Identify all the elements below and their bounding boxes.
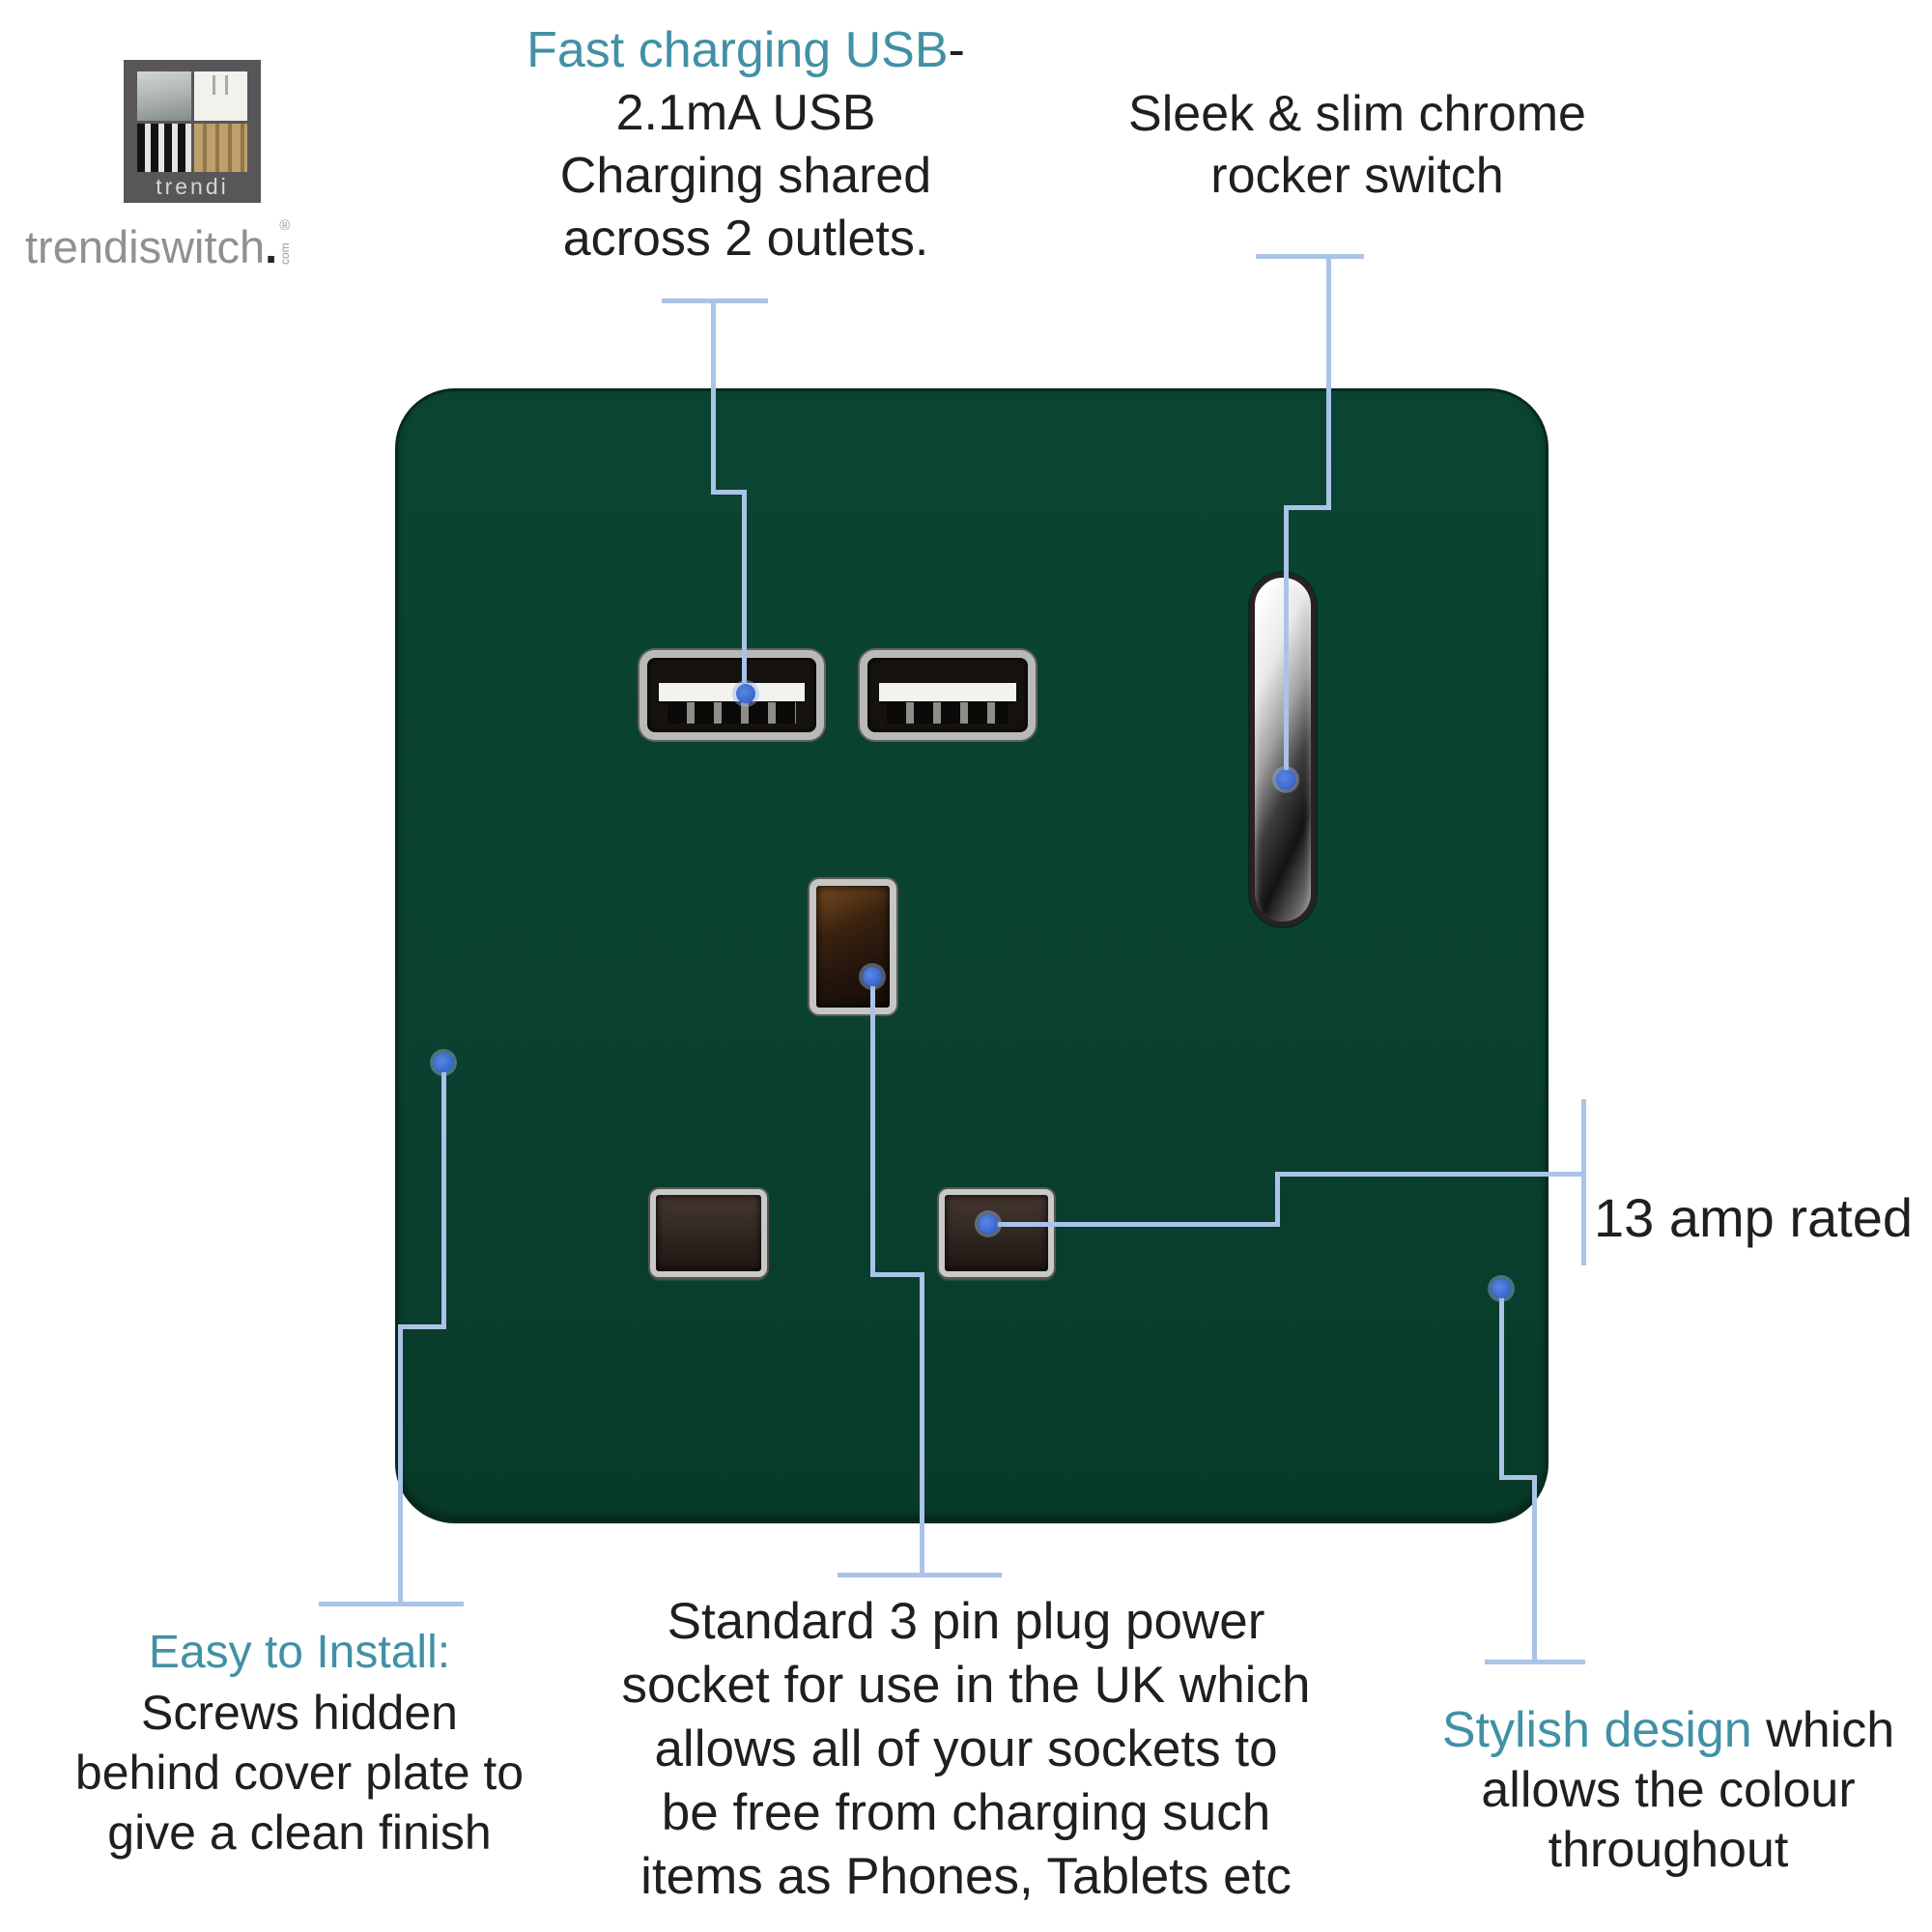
stylish-design-highlight: Stylish design	[1441, 1702, 1752, 1758]
callout-line-stylish-h1	[1499, 1475, 1537, 1480]
trendi-logo-quadrants	[137, 71, 247, 172]
callout-line-amp-h2	[1275, 1172, 1583, 1177]
callout-dot-earth-pin	[863, 967, 882, 986]
live-pin-slot	[650, 1189, 767, 1277]
annotation-rocker-switch: Sleek & slim chrome rocker switch	[1067, 83, 1647, 207]
callout-dot-neutral-pin	[979, 1214, 998, 1234]
annotation-standard-line4: be free from charging such	[661, 1784, 1271, 1841]
stylish-design-suffix: which	[1751, 1702, 1895, 1758]
callout-line-amp-v1	[1275, 1172, 1280, 1227]
annotation-stylish-line1: Stylish design which	[1388, 1700, 1932, 1760]
brand-name: trendiswitch.® com	[25, 217, 334, 273]
annotation-rocker-line1: Sleek & slim chrome	[1128, 86, 1586, 142]
callout-dot-plate-colour	[1492, 1279, 1511, 1298]
callout-dot-rocker	[1276, 770, 1295, 789]
callout-line-stylish-v2	[1532, 1475, 1537, 1663]
trendi-logo: trendi	[124, 60, 261, 203]
callout-dot-usb	[736, 684, 755, 703]
annotation-stylish-line3: throughout	[1548, 1822, 1789, 1878]
callout-line-amp-bracket	[1581, 1099, 1586, 1265]
annotation-fast-charging-line4: across 2 outlets.	[562, 211, 929, 267]
logo-gold-switch-icon	[193, 123, 247, 172]
annotation-fast-charging-line3: Charging shared	[559, 148, 932, 204]
logo-black-switch-icon	[137, 123, 191, 172]
rocker-switch	[1250, 573, 1316, 926]
annotation-amp-rating: 13 amp rated	[1594, 1187, 1913, 1248]
callout-line-easy-v1	[441, 1063, 446, 1329]
annotation-standard-socket: Standard 3 pin plug power socket for use…	[609, 1590, 1323, 1909]
annotation-standard-line3: allows all of your sockets to	[654, 1720, 1278, 1777]
callout-line-fast-v2	[742, 490, 747, 696]
callout-line-standard-h1	[870, 1272, 924, 1277]
usb-left-tongue	[659, 683, 805, 701]
annotation-standard-line2: socket for use in the UK which	[621, 1657, 1311, 1714]
callout-line-standard-v2	[920, 1272, 924, 1575]
callout-line-rocker-h1	[1284, 505, 1331, 510]
usb-right-pins	[886, 702, 1009, 724]
callout-line-fast-v1	[711, 298, 716, 495]
callout-line-stylish-v1	[1499, 1289, 1504, 1480]
callout-line-rocker-bar	[1256, 254, 1364, 259]
annotation-easy-line4: give a clean finish	[107, 1805, 492, 1860]
callout-line-stylish-bar	[1485, 1660, 1585, 1664]
brand-mark-com: com	[278, 242, 293, 265]
usb-right-tongue	[878, 683, 1017, 701]
callout-line-standard-v1	[870, 977, 875, 1277]
fast-charging-highlight: Fast charging USB	[526, 22, 949, 78]
callout-line-rocker-v2	[1284, 505, 1289, 783]
brand-mark: ® com	[278, 217, 293, 265]
logo-silver-switch-icon	[137, 71, 191, 121]
annotation-easy-line3: behind cover plate to	[74, 1746, 525, 1800]
usb-port-right	[860, 650, 1036, 740]
usb-left-pins	[668, 702, 796, 724]
callout-line-easy-v2	[398, 1324, 403, 1605]
callout-line-fast-h1	[711, 490, 747, 495]
annotation-standard-line1: Standard 3 pin plug power	[667, 1593, 1265, 1650]
annotation-rocker-line2: rocker switch	[1210, 148, 1504, 204]
logo-wordmark: trendi	[156, 174, 229, 199]
callout-dot-plate-left	[434, 1053, 453, 1072]
usb-port-left	[639, 650, 824, 740]
socket-plate	[395, 388, 1548, 1523]
annotation-stylish-design: Stylish design which allows the colour t…	[1388, 1700, 1932, 1880]
brand-dot: .	[265, 221, 278, 272]
callout-line-rocker-v1	[1326, 254, 1331, 510]
annotation-easy-line2: Screws hidden	[141, 1686, 458, 1740]
callout-line-standard-bar	[838, 1573, 1002, 1577]
callout-line-easy-bar	[319, 1602, 464, 1606]
registered-mark: ®	[279, 217, 291, 234]
annotation-standard-line5: items as Phones, Tablets etc	[640, 1848, 1292, 1905]
annotation-fast-charging-line1: Fast charging USB-	[456, 19, 1036, 82]
brand-name-text: trendiswitch	[25, 221, 266, 272]
annotation-fast-charging: Fast charging USB- 2.1mA USB Charging sh…	[456, 19, 1036, 270]
earth-pin-slot	[810, 879, 896, 1014]
callout-line-amp-h1	[988, 1222, 1280, 1227]
fast-charging-suffix: -	[948, 22, 965, 78]
logo-white-switch-icon	[193, 71, 247, 121]
easy-install-highlight: Easy to Install:	[148, 1627, 451, 1678]
neutral-pin-slot	[939, 1189, 1054, 1277]
annotation-stylish-line2: allows the colour	[1481, 1762, 1856, 1818]
annotation-fast-charging-line2: 2.1mA USB	[615, 85, 876, 141]
annotation-easy-install: Easy to Install: Screws hidden behind co…	[10, 1623, 589, 1862]
callout-line-easy-h1	[398, 1324, 446, 1329]
